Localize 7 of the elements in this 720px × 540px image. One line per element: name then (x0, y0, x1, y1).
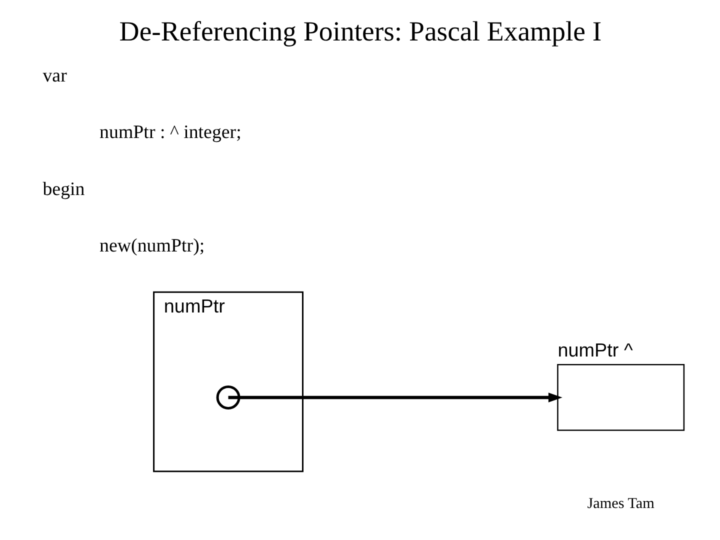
label: numPtr : ^ integer; (99, 122, 241, 144)
label: James Tam (586, 496, 654, 512)
label: new(numPtr); (99, 236, 204, 257)
label: begin (42, 178, 84, 200)
node-label: numPtr ^ (557, 340, 632, 362)
diagram-title: De-Referencing Pointers: Pascal Example I (118, 16, 602, 48)
label: var (42, 65, 66, 86)
